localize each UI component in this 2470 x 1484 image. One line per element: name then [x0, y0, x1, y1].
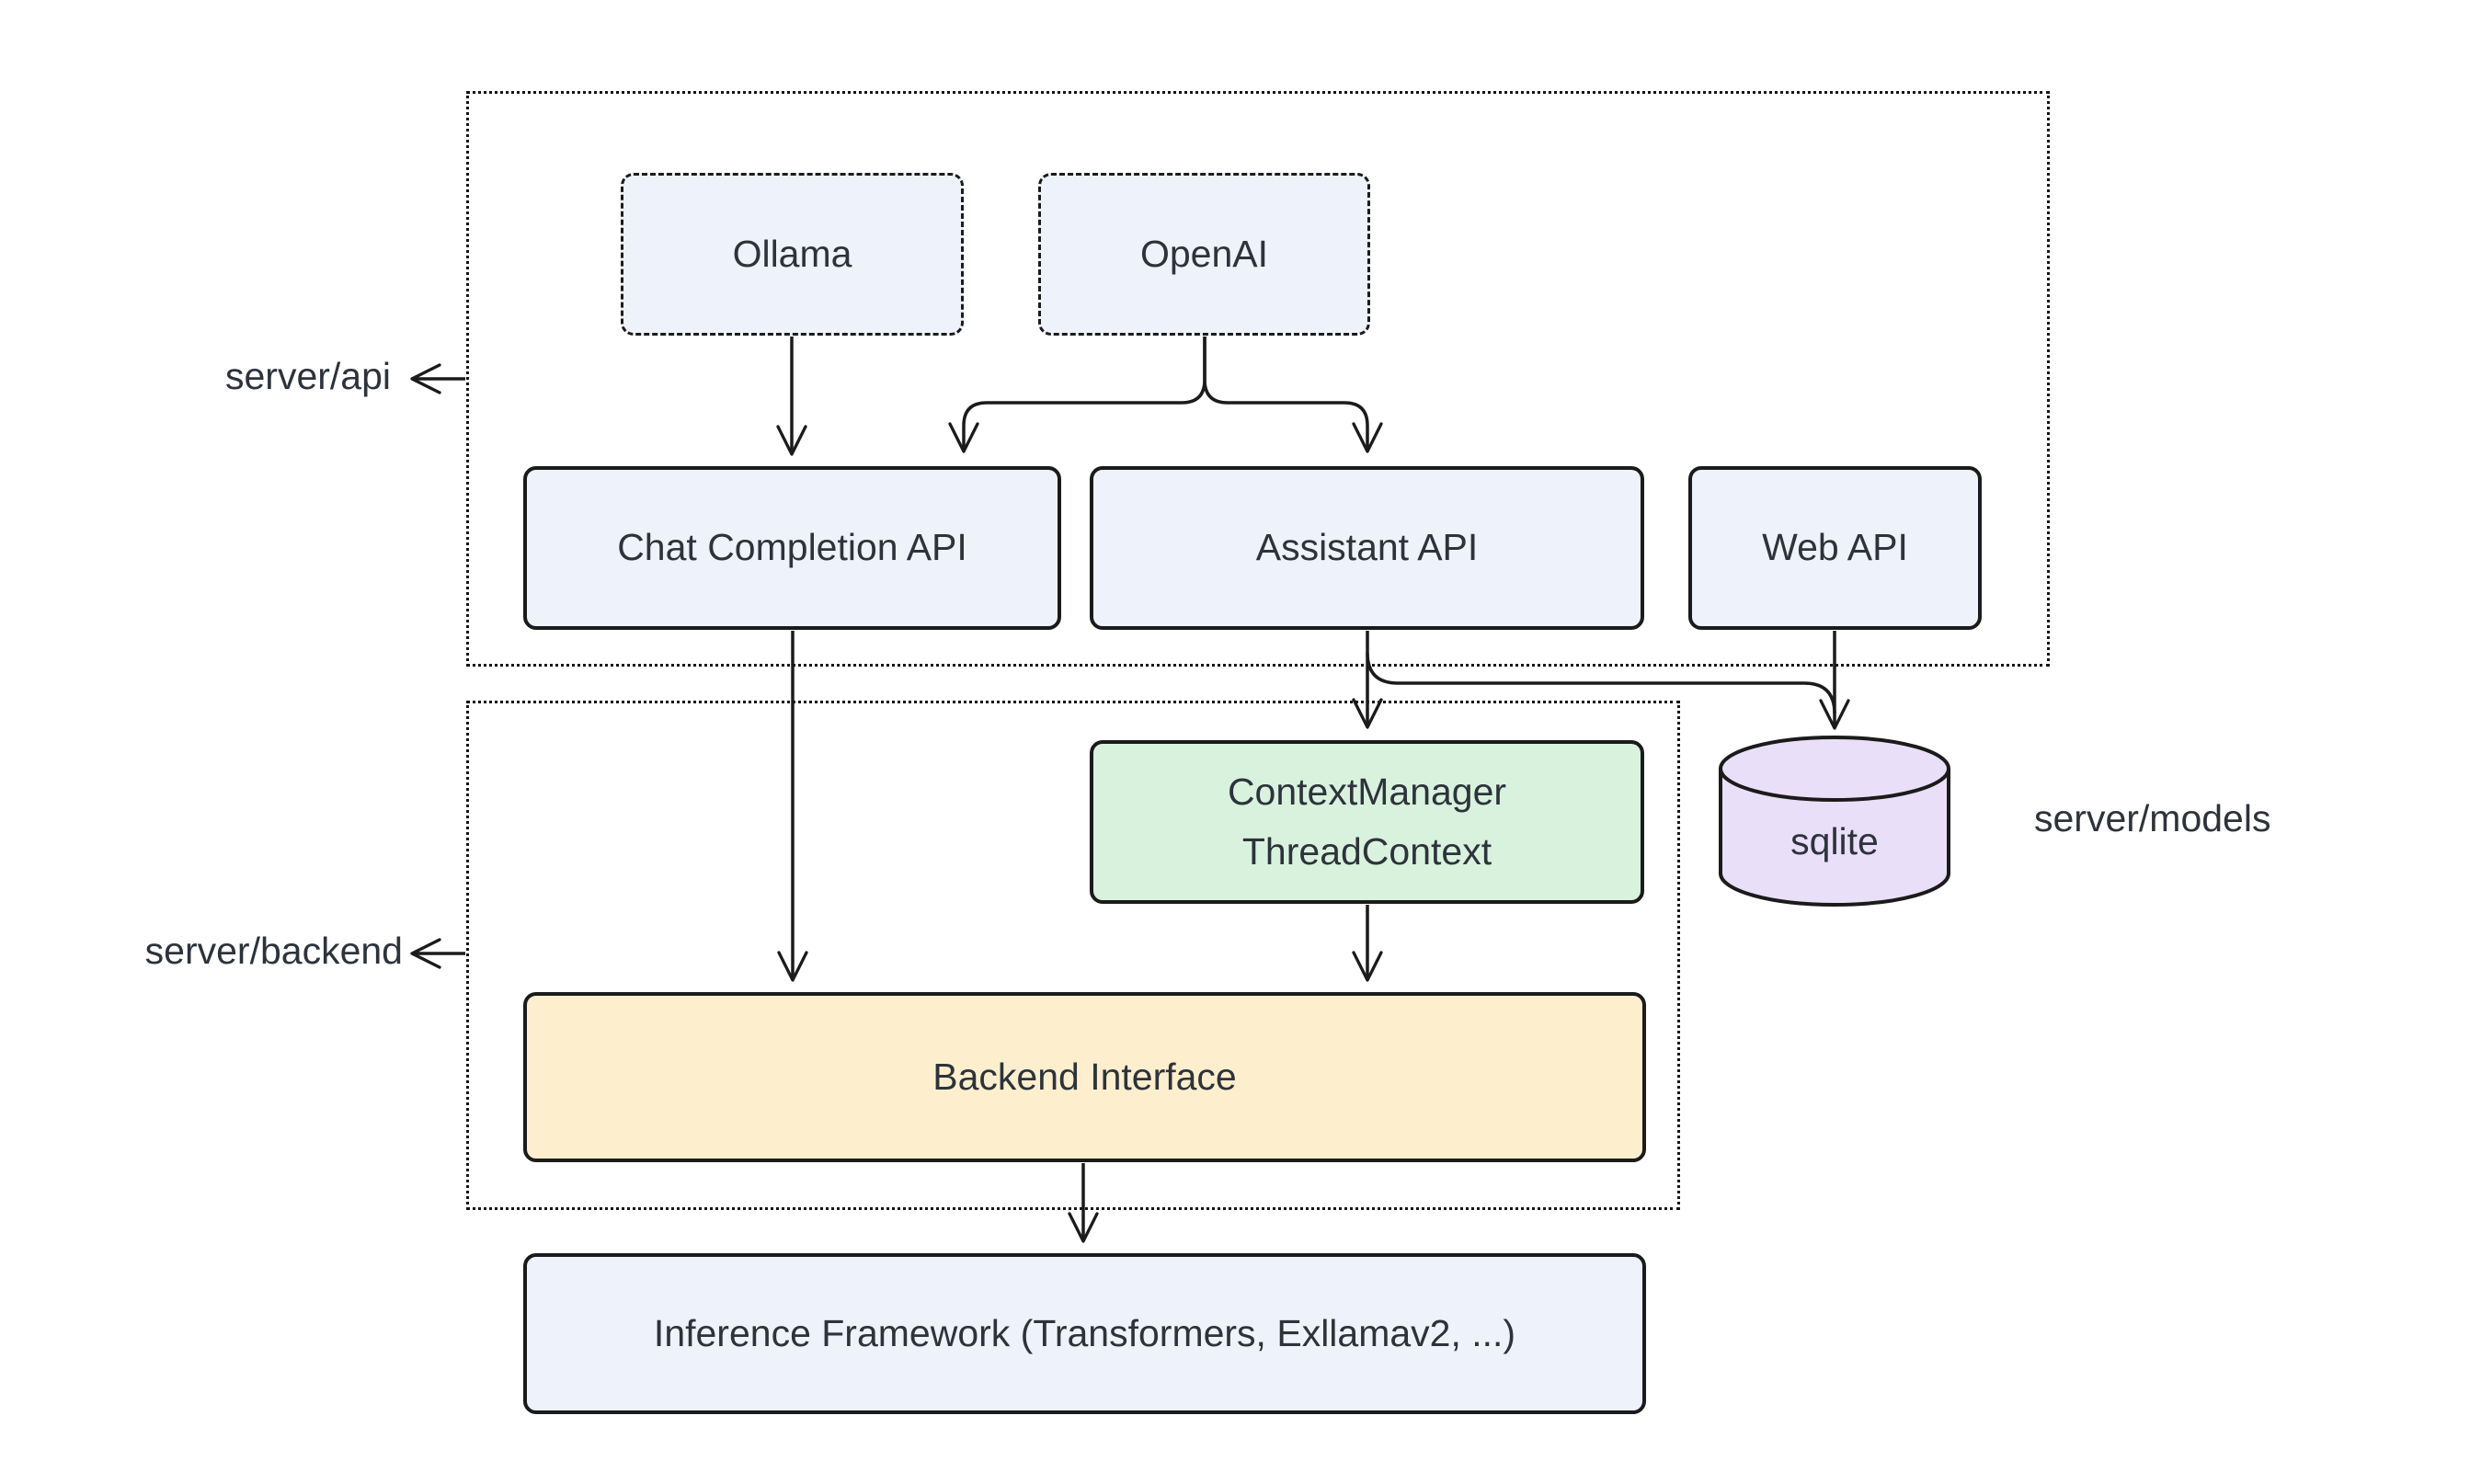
edge-openai-to-assistant: [1203, 337, 1383, 453]
label-server-models: server/models: [2034, 797, 2271, 839]
node-chat-completion-api: Chat Completion API: [523, 466, 1061, 630]
node-context-manager: ContextManager ThreadContext: [1090, 740, 1644, 904]
database-cylinder-icon: [1719, 736, 1950, 907]
node-assistant-api-label: Assistant API: [1255, 526, 1479, 569]
node-context-manager-line2: ThreadContext: [1241, 830, 1492, 873]
node-backend-interface-label: Backend Interface: [932, 1055, 1237, 1098]
node-ollama-label: Ollama: [732, 232, 852, 275]
edge-assistant-to-sqlite-branch: [1366, 652, 1836, 714]
edge-openai-to-chat-completion: [948, 337, 1206, 453]
node-openai: OpenAI: [1038, 173, 1370, 336]
node-web-api-label: Web API: [1762, 526, 1908, 569]
node-web-api: Web API: [1688, 466, 1982, 630]
node-openai-label: OpenAI: [1139, 232, 1269, 275]
region-server-api: [466, 91, 2050, 667]
node-ollama: Ollama: [621, 173, 964, 336]
node-chat-completion-api-label: Chat Completion API: [617, 526, 967, 569]
label-server-api: server/api: [224, 355, 391, 397]
node-sqlite-label: sqlite: [1790, 820, 1879, 862]
node-context-manager-line1: ContextManager: [1227, 770, 1507, 813]
region-server-backend: [466, 701, 1680, 1210]
node-inference-framework-label: Inference Framework (Transformers, Exlla…: [653, 1311, 1516, 1354]
node-inference-framework: Inference Framework (Transformers, Exlla…: [523, 1253, 1646, 1414]
node-backend-interface: Backend Interface: [523, 992, 1646, 1162]
node-assistant-api: Assistant API: [1090, 466, 1644, 630]
label-server-backend: server/backend: [144, 930, 403, 972]
